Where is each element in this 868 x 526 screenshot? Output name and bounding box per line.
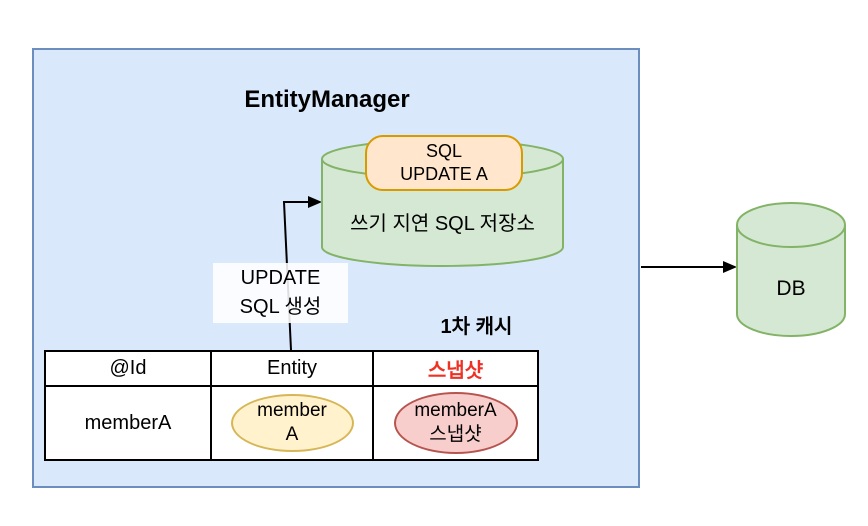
db-label: DB [776,277,806,300]
entity-manager-title: EntityManager [244,86,410,113]
entity-ellipse-line1: member [257,400,327,421]
snapshot-cell: memberA 스냅샷 [372,385,539,461]
sql-update-box: SQL UPDATE A [365,135,523,191]
id-header-cell: @Id [44,350,212,387]
snapshot-ellipse: memberA 스냅샷 [393,392,518,454]
snapshot-ellipse-line1: memberA [414,400,497,421]
update-sql-label: UPDATE SQL 생성 [213,263,348,323]
sql-update-box-line2: UPDATE A [400,164,488,184]
flush-to-db-arrow [641,261,737,273]
snapshot-ellipse-line2: 스냅샷 [429,424,482,445]
cache-table-header-row: @Id Entity 스냅샷 [44,350,539,387]
cache-table-data-row: memberA member A memberA 스냅샷 [44,385,539,461]
entity-ellipse-line2: A [285,424,299,445]
entity-header-cell: Entity [210,350,374,387]
entity-ellipse: member A [230,394,354,452]
first-level-cache-title: 1차 캐시 [440,316,513,338]
snapshot-header-cell: 스냅샷 [372,350,539,387]
db-cylinder [736,202,846,337]
id-cell: memberA [44,385,212,461]
update-sql-label-line2: SQL 생성 [239,296,322,318]
sql-update-box-line1: SQL [425,141,463,161]
first-level-cache-table: @Id Entity 스냅샷 memberA member A [44,350,539,461]
entity-cell: member A [210,385,374,461]
write-behind-store-label: 쓰기 지연 SQL 저장소 [350,213,535,235]
update-sql-label-line1: UPDATE [240,267,321,289]
